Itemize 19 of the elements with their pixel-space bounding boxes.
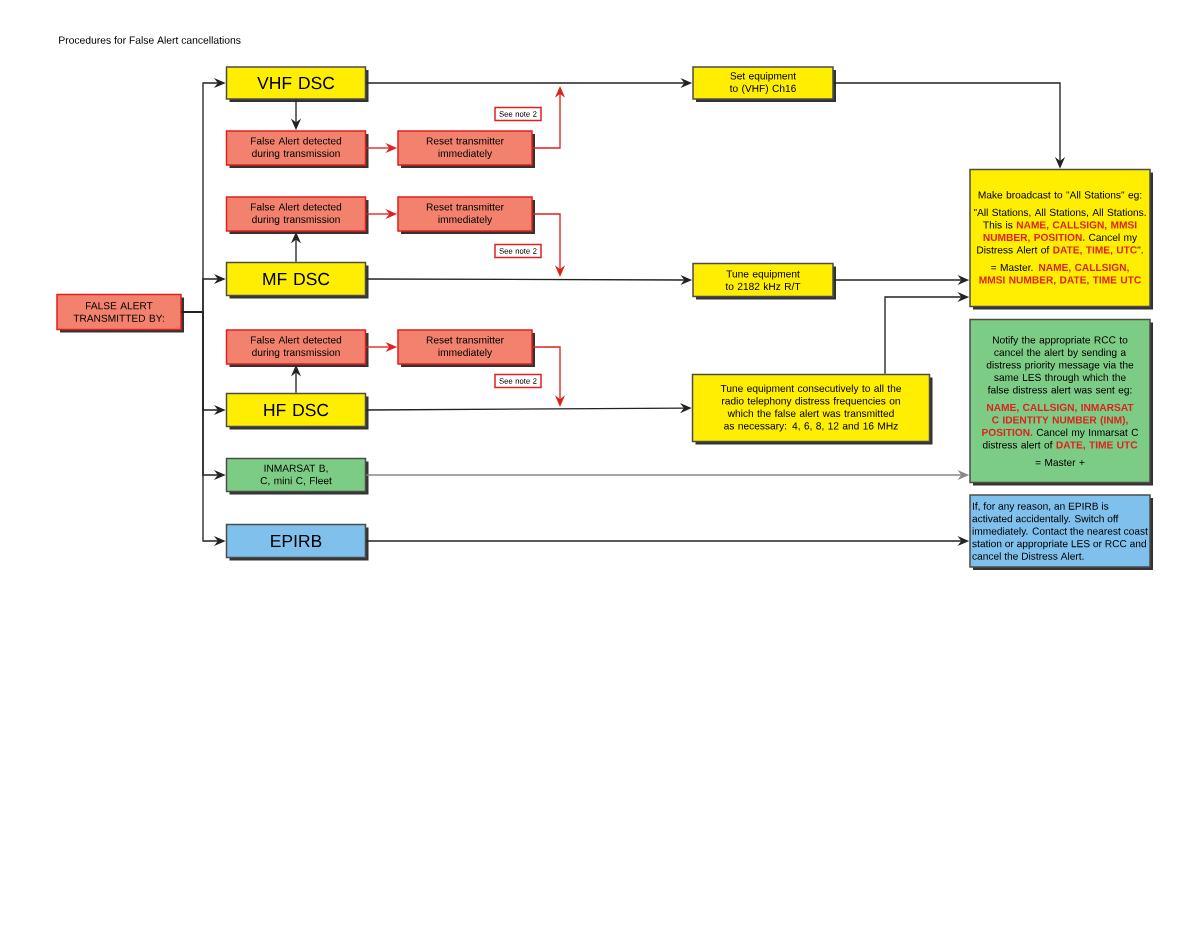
process-box: EPIRB: [225, 523, 369, 561]
diagram-title: Procedures for False Alert cancellations: [59, 36, 241, 44]
process-box: False Alert detected during transmission: [225, 196, 369, 234]
process-box: If, for any reason, an EPIRB is activated accidentally. Switch off immediately. Contact the nearest coast station or appropriate LES or RCC and cancel the Distress Alert.: [969, 494, 1153, 570]
process-box: VHF DSC: [225, 66, 369, 102]
process-box: INMARSAT B, C, mini C, Fleet: [225, 457, 369, 495]
process-box: False Alert detected during transmission: [225, 130, 369, 168]
process-box: HF DSC: [225, 392, 369, 430]
process-box: FALSE ALERT TRANSMITTED BY:: [56, 293, 184, 333]
process-box: Make broadcast to "All Stations" eg: "All Stations, All Stations, All Stations. This is NAME, CALLSIGN, MMSI NUMBER, POSITION. Cancel my Distress Alert of DATE, TIME, UTC". = Master. NAME, CALLSIGN, MMSI NUMBER, DATE, TIME UTC: [969, 168, 1153, 310]
process-box: MF DSC: [225, 261, 369, 299]
process-box: Set equipment to (VHF) Ch16: [692, 66, 836, 102]
process-box: Tune equipment to 2182 kHz R/T: [692, 262, 836, 300]
process-box: Reset transmitter immediately: [397, 329, 535, 367]
process-box: Tune equipment consecutively to all the radio telephony distress frequencies on which the false alert was transmitted as necessary: 4, 6, 8, 12 and 16 MHz: [691, 373, 933, 445]
process-box: Notify the appropriate RCC to cancel the alert by sending a distress priority message via the same LES through which the false distress alert was sent eg: NAME, CALLSIGN, INMARSAT C IDENTITY NUMBER (INM), POSITION. Cancel my Inmarsat C distress alert of DATE, TIME UTC = Master +: [969, 318, 1153, 486]
process-box: Reset transmitter immediately: [397, 130, 535, 168]
process-box: Reset transmitter immediately: [397, 196, 535, 234]
process-box: False Alert detected during transmission: [225, 329, 369, 367]
